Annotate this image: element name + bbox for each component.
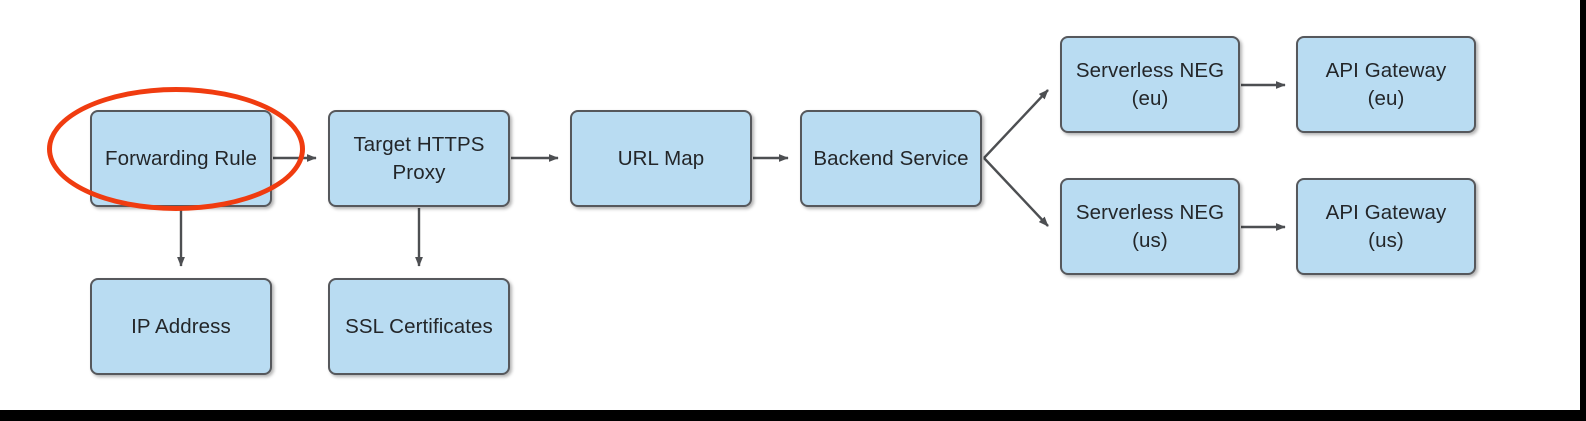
- node-label-ssl-certificates: SSL Certificates: [345, 314, 493, 338]
- node-label-api-gateway-us: API Gateway (us): [1325, 201, 1447, 252]
- node-ssl-certificates[interactable]: SSL Certificates: [328, 278, 510, 375]
- edge-backend-service-to-serverless-neg-us: [983, 157, 1049, 227]
- edge-backend-service-to-serverless-neg-eu: [983, 89, 1049, 159]
- node-label-serverless-neg-us: Serverless NEG (us): [1075, 201, 1225, 252]
- node-serverless-neg-us[interactable]: Serverless NEG (us): [1060, 178, 1240, 275]
- node-label-target-https-proxy: Target HTTPS Proxy: [353, 133, 485, 184]
- node-label-serverless-neg-eu: Serverless NEG (eu): [1075, 59, 1225, 110]
- node-forwarding-rule[interactable]: Forwarding Rule: [90, 110, 272, 207]
- node-url-map[interactable]: URL Map: [570, 110, 752, 207]
- frame-bottom-edge: [0, 410, 1586, 421]
- frame-right-edge: [1580, 0, 1586, 421]
- node-label-api-gateway-eu: API Gateway (eu): [1325, 59, 1447, 110]
- node-label-url-map: URL Map: [617, 146, 705, 170]
- node-ip-address[interactable]: IP Address: [90, 278, 272, 375]
- node-serverless-neg-eu[interactable]: Serverless NEG (eu): [1060, 36, 1240, 133]
- node-label-forwarding-rule: Forwarding Rule: [105, 146, 257, 170]
- node-api-gateway-us[interactable]: API Gateway (us): [1296, 178, 1476, 275]
- node-api-gateway-eu[interactable]: API Gateway (eu): [1296, 36, 1476, 133]
- node-backend-service[interactable]: Backend Service: [800, 110, 982, 207]
- node-label-ip-address: IP Address: [131, 314, 231, 338]
- node-label-backend-service: Backend Service: [813, 146, 969, 170]
- node-target-https-proxy[interactable]: Target HTTPS Proxy: [328, 110, 510, 207]
